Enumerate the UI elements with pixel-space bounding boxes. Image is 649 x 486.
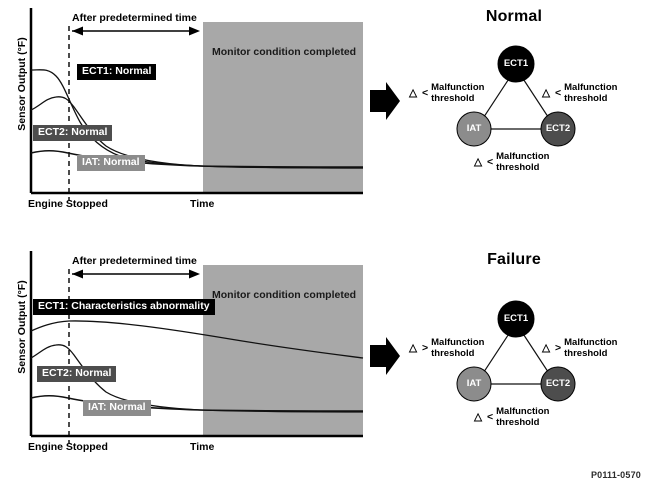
node-ect2 [540, 366, 576, 402]
curve-iat [30, 394, 364, 412]
curve-tag-ect2: ECT2: Normal [37, 366, 117, 382]
threshold-comparator-icon: △ > [409, 342, 430, 355]
threshold-line1: Malfunction [431, 82, 485, 93]
chart-failure: Sensor Output (°F) After predetermined t… [0, 243, 380, 486]
threshold-comparator-icon: △ > [542, 342, 563, 355]
threshold-line2: threshold [496, 161, 540, 173]
curve-ect1 [30, 320, 364, 359]
monitor-region-label: Monitor condition completed [212, 46, 357, 58]
span-arrow-right-head [189, 26, 200, 36]
chart-graphic-normal [29, 8, 364, 200]
node-ect2 [540, 111, 576, 147]
node-iat [456, 366, 492, 402]
span-label: After predetermined time [72, 255, 197, 267]
curve-iat [30, 149, 364, 168]
span-arrow-left-head [72, 269, 83, 279]
span-arrow-right-head [189, 269, 200, 279]
threshold-line2: threshold [431, 92, 475, 104]
node-ect1 [497, 300, 535, 338]
triangle-graphic-failure [456, 300, 576, 402]
threshold-iat-ect2: △ < Malfunction threshold [474, 151, 550, 173]
span-arrow-left-head [72, 26, 83, 36]
x-axis-label: Time [190, 198, 215, 210]
curve-tag-ect1: ECT1: Normal [77, 64, 157, 80]
threshold-comparator-icon: △ < [474, 411, 495, 424]
panel-failure: Sensor Output (°F) After predetermined t… [0, 243, 649, 486]
threshold-ect1-ect2: △ < Malfunction threshold [542, 82, 618, 104]
diagram-title: Failure [487, 251, 541, 268]
threshold-ect1-ect2: △ > Malfunction threshold [542, 337, 618, 359]
threshold-comparator-icon: △ < [409, 87, 430, 100]
monitor-region [203, 265, 363, 436]
curve-tag-ect1: ECT1: Characteristics abnormality [33, 299, 215, 315]
threshold-line1: Malfunction [564, 82, 618, 93]
monitor-region [203, 22, 363, 193]
diagram-title: Normal [485, 8, 543, 25]
state-diagram-failure: Failure ECT1 IAT ECT2 △ > Malfunction th… [379, 243, 649, 486]
x-axis-origin-label: Engine Stopped [28, 441, 108, 453]
threshold-iat-ect2: △ < Malfunction threshold [474, 406, 550, 428]
curve-tag-iat: IAT: Normal [83, 400, 151, 416]
threshold-line1: Malfunction [564, 337, 618, 348]
threshold-line1: Malfunction [496, 406, 550, 417]
threshold-line2: threshold [564, 347, 608, 359]
threshold-ect1-iat: △ > Malfunction threshold [409, 337, 485, 359]
node-ect1 [497, 45, 535, 83]
x-axis-origin-label: Engine Stopped [28, 198, 108, 210]
state-diagram-normal: Normal ECT1 IAT ECT2 △ < Malfunction thr… [379, 0, 649, 243]
flow-arrow-icon [370, 337, 400, 375]
panel-normal: Sensor Output (°F) After predetermined t… [0, 0, 649, 243]
triangle-graphic-normal [456, 45, 576, 147]
chart-normal: Sensor Output (°F) After predetermined t… [0, 0, 380, 243]
span-label: After predetermined time [72, 12, 197, 24]
threshold-ect1-iat: △ < Malfunction threshold [409, 82, 485, 104]
figure-code: P0111-0570 [590, 470, 641, 480]
curve-tag-iat: IAT: Normal [77, 155, 145, 171]
chart-graphic-failure [29, 251, 364, 443]
threshold-line2: threshold [564, 92, 608, 104]
threshold-line1: Malfunction [431, 337, 485, 348]
threshold-comparator-icon: △ < [474, 156, 495, 169]
curve-tag-ect2: ECT2: Normal [33, 125, 113, 141]
threshold-comparator-icon: △ < [542, 87, 563, 100]
monitor-region-label: Monitor condition completed [212, 289, 357, 301]
flow-arrow-icon [370, 82, 400, 120]
threshold-line2: threshold [496, 416, 540, 428]
threshold-line1: Malfunction [496, 151, 550, 162]
node-iat [456, 111, 492, 147]
x-axis-label: Time [190, 441, 215, 453]
threshold-line2: threshold [431, 347, 475, 359]
